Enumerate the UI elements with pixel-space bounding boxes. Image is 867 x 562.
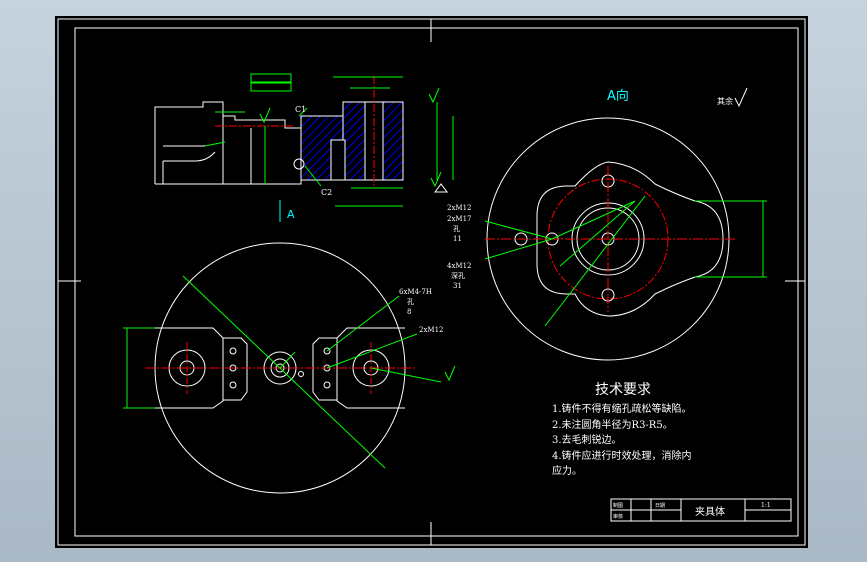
left-tap-hole-1 [229,347,237,355]
center-small-hole [298,371,304,377]
left-side-boss [223,337,248,401]
thread-right-label: 2xM12 [419,326,443,334]
notes-title: 技术要求 [595,382,651,398]
leader-thread-top [326,295,400,352]
tap-2-label-b: 深孔 [451,271,465,280]
section-a-label: A [287,208,295,221]
title-date-label: 日期 [655,503,665,509]
roughness-symbol-5 [734,87,748,108]
thread-top-label-1: 6xM4-7H [399,288,432,296]
title-drawn-label: 制图 [613,502,623,509]
top-view: 6xM4-7H 孔 8 2xM12 [123,242,456,494]
scale-value: 1:1 [761,502,771,509]
left-lug [155,327,224,409]
left-tap-hole-3 [229,381,237,389]
leader-view-a-2 [484,238,553,260]
bore-core [364,101,384,181]
note-item-4: 4.铸件应进行时效处理，消除内 [552,449,692,462]
leader-view-a-5 [544,195,646,327]
tap-2-label-c: 31 [453,282,462,290]
technical-notes: 技术要求 1.铸件不得有缩孔疏松等缺陷。 2.未注圆角半径为R3-R5。 3.去… [552,382,692,477]
section-hole [293,158,305,170]
view-a: 2xM12 2xM17 孔 11 4xM12 深孔 31 [447,117,767,361]
roughness-note: 其余 [717,87,748,108]
note-item-3: 3.去毛刺锐边。 [552,433,622,446]
chamfer-c1-label: C1 [295,105,306,114]
thread-top-label-3: 8 [407,308,411,316]
note-item-1: 1.铸件不得有缩孔疏松等缺陷。 [552,402,692,415]
inner-frame [74,27,799,537]
right-tap-hole-3 [323,381,331,389]
part-name: 夹具体 [695,505,725,518]
tap-1-label-d: 11 [453,235,462,243]
bore-slot [330,139,346,181]
tap-2-label-a: 4xM12 [447,262,471,270]
roughness-symbol-2 [428,87,440,104]
view-a-direction-label: A向 [607,88,629,104]
drawing-canvas: C1 C2 A [57,18,806,546]
roughness-symbol-3 [430,171,442,188]
leader-thread-right [326,333,418,369]
tap-1-label-a: 2xM12 [447,204,471,212]
title-block: 制图 审核 日期 夹具体 1:1 [610,498,792,522]
note-item-5: 应力。 [552,464,582,477]
dim-leader-2 [204,141,226,147]
chamfer-c2-label: C2 [321,188,332,197]
drawing-sheet: C1 C2 A [55,16,808,548]
right-tap-hole-1 [323,347,331,355]
leader-c1 [298,107,308,117]
tolerance-frame-1 [250,73,292,83]
leader-diameter [182,275,386,469]
leader-bore-right [370,367,442,383]
title-checked-label: 审核 [613,513,623,520]
right-side-boss [312,337,337,401]
section-outline-left [154,101,302,185]
roughness-other-label: 其余 [717,96,733,106]
tap-1-label-c: 孔 [453,225,460,233]
section-view: C1 C2 [154,73,454,207]
leader-c2 [304,165,322,187]
leader-view-a-3 [551,200,636,240]
section-fillet [163,151,216,162]
leader-view-a-1 [484,220,553,240]
roughness-symbol-4 [444,365,456,382]
tolerance-frame-2 [250,82,292,92]
roughness-symbol-1 [259,107,271,124]
tap-1-label-b: 2xM17 [447,215,471,223]
note-item-2: 2.未注圆角半径为R3-R5。 [552,418,673,431]
thread-top-label-2: 孔 [407,298,414,306]
datum-a [434,183,448,193]
leader-view-a-4 [559,200,636,267]
leader-center [279,351,296,369]
